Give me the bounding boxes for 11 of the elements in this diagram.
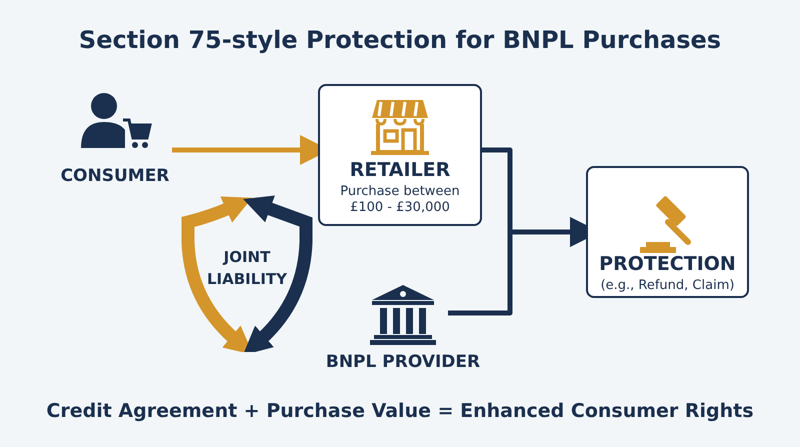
box-description: (e.g., Refund, Claim) xyxy=(600,278,736,294)
box-heading: PROTECTION xyxy=(598,252,737,276)
actor-label: BNPL PROVIDER xyxy=(324,352,482,372)
shield-label: JOINT LIABILITY xyxy=(206,247,288,290)
process-box xyxy=(318,84,482,226)
title: Section 75-style Protection for BNPL Purchases xyxy=(78,26,722,54)
process-box xyxy=(586,166,749,298)
box-heading: RETAILER xyxy=(348,158,452,182)
actor-label: CONSUMER xyxy=(60,166,170,186)
box-description: Purchase between £100 - £30,000 xyxy=(339,184,461,216)
caption: Credit Agreement + Purchase Value = Enhanced Consumer Rights xyxy=(45,400,755,422)
